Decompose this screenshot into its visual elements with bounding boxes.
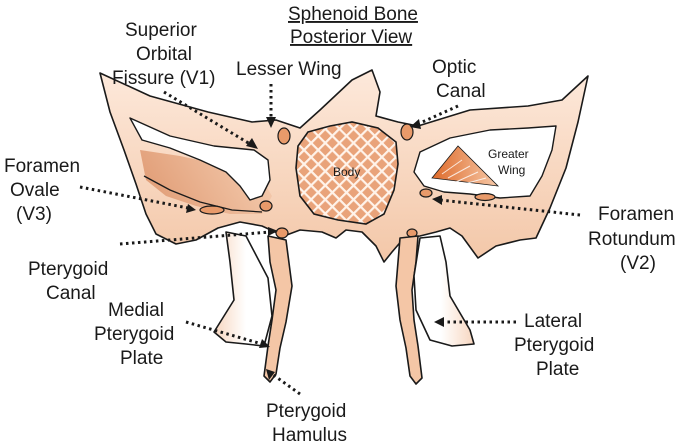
title-line-1: Sphenoid Bone: [288, 4, 418, 25]
svg-text:Optic: Optic: [432, 57, 476, 78]
greater-wing-wedge: [431, 145, 500, 187]
svg-text:Canal: Canal: [436, 81, 486, 102]
title-line-2: Posterior View: [290, 27, 412, 48]
svg-text:Foramen: Foramen: [598, 204, 674, 225]
svg-text:Plate: Plate: [120, 348, 163, 369]
svg-text:Pterygoid: Pterygoid: [514, 335, 594, 356]
svg-text:Superior: Superior: [125, 20, 197, 41]
label-pterygoid-hamulus: Pterygoid Hamulus: [266, 401, 347, 446]
label-optic-canal: Optic Canal: [432, 57, 486, 102]
label-foramen-rotundum: Foramen Rotundum (V2): [588, 204, 676, 274]
sphenoid-body: [295, 121, 399, 225]
svg-text:(V3): (V3): [16, 204, 52, 225]
left-lesser-wing-foramen: [277, 127, 291, 145]
svg-text:Pterygoid: Pterygoid: [266, 401, 346, 422]
left-greater-wing-shading: [140, 150, 272, 214]
svg-text:Medial: Medial: [108, 300, 164, 321]
svg-text:Rotundum: Rotundum: [588, 229, 676, 250]
svg-text:Lateral: Lateral: [524, 311, 582, 332]
leader-lines: [79, 84, 581, 396]
svg-text:(V2): (V2): [620, 253, 656, 274]
superior-orbital-fissure-opening: [129, 117, 271, 201]
left-medial-pterygoid-plate: [263, 235, 293, 383]
greater-wing-stripes: [441, 159, 487, 185]
pterygoid-canal-foramen: [275, 227, 289, 239]
foramen-rotundum: [419, 188, 433, 198]
label-pterygoid-canal: Pterygoid Canal: [28, 259, 108, 304]
svg-text:Pterygoid: Pterygoid: [28, 259, 108, 280]
foramen-ovale: [199, 205, 225, 215]
label-lesser-wing: Lesser Wing: [236, 59, 342, 80]
right-lateral-pterygoid-plate: [413, 235, 475, 347]
svg-text:Pterygoid: Pterygoid: [94, 324, 174, 345]
label-greater-wing: Greater Wing: [488, 147, 529, 177]
label-medial-pterygoid-plate: Medial Pterygoid Plate: [94, 300, 174, 369]
svg-text:Plate: Plate: [536, 359, 579, 380]
right-lower-foramen: [474, 192, 496, 202]
svg-text:Foramen: Foramen: [4, 156, 80, 177]
left-small-foramen: [259, 200, 273, 212]
left-lateral-pterygoid-plate: [213, 231, 273, 347]
svg-text:Hamulus: Hamulus: [272, 425, 347, 446]
label-lateral-pterygoid-plate: Lateral Pterygoid Plate: [514, 311, 594, 380]
label-foramen-ovale: Foramen Ovale (V3): [4, 156, 80, 225]
svg-text:Orbital: Orbital: [136, 44, 192, 65]
svg-text:Ovale: Ovale: [10, 180, 60, 201]
label-body: Body: [333, 165, 360, 179]
label-superior-orbital-fissure: Superior Orbital Fissure (V1): [112, 20, 215, 89]
svg-text:Wing: Wing: [498, 163, 525, 177]
left-wing-contour: [143, 175, 263, 213]
arrowheads: [186, 117, 444, 380]
optic-canal-foramen: [400, 123, 414, 141]
svg-text:Fissure (V1): Fissure (V1): [112, 68, 215, 89]
svg-text:Canal: Canal: [46, 283, 96, 304]
svg-text:Greater: Greater: [488, 147, 529, 161]
